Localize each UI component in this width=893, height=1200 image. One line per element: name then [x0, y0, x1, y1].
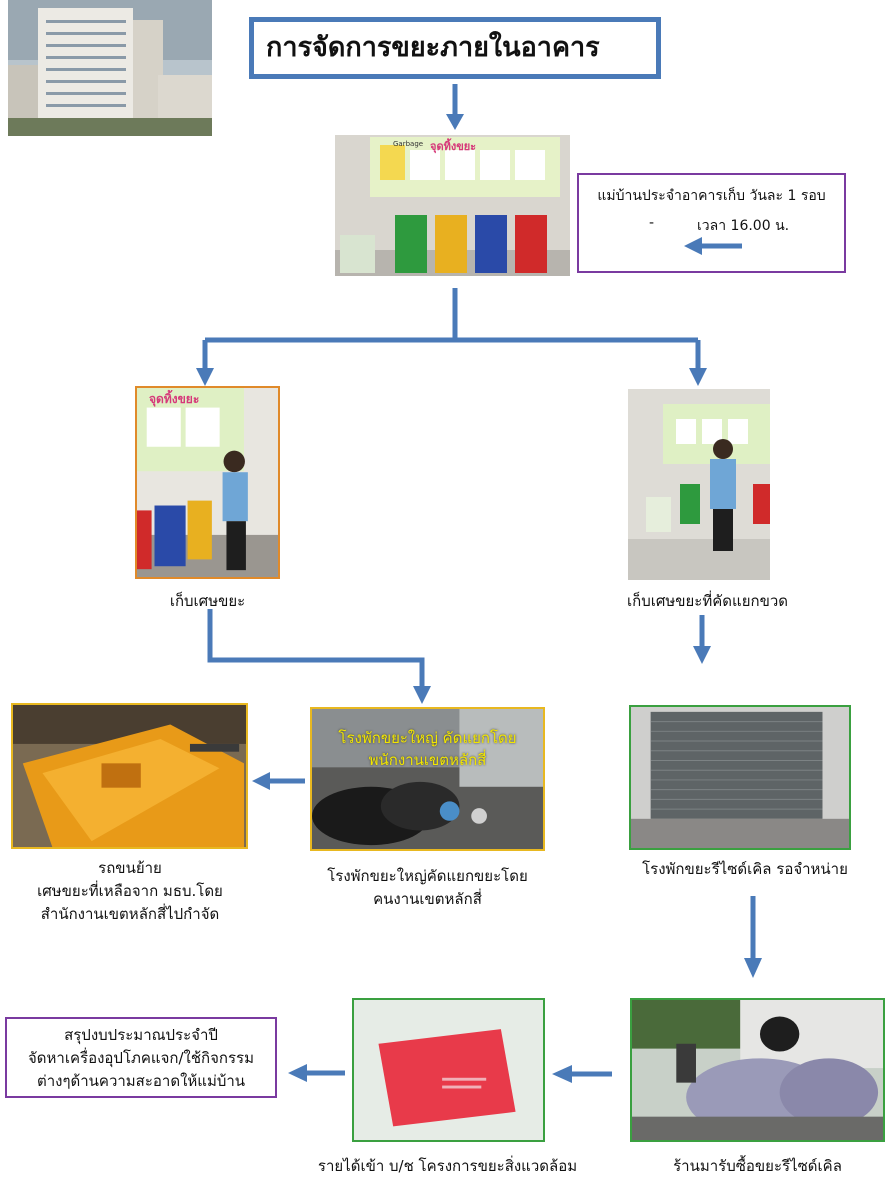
arrowhead-income-to-summary	[288, 1064, 307, 1082]
big-station-line-2: คนงานเขตหลักสี่	[373, 890, 482, 908]
transfer-truck-photo	[11, 703, 248, 849]
caption-recycle-station: โรงพักขยะรีไซด์เคิล รอจำหน่าย	[642, 860, 848, 878]
note-line-2: เวลา 16.00 น.	[697, 218, 790, 234]
housekeeper-note: แม่บ้านประจำอาคารเก็บ วันละ 1 รอบ - เวลา…	[577, 173, 846, 273]
transfer-truck-line-2: เศษขยะที่เหลือจาก มธบ.โดย	[37, 882, 223, 900]
transfer-truck-line-3: สำนักงานเขตหลักสี่ไปกำจัด	[40, 905, 220, 923]
big-station-photo: โรงพักขยะใหญ่ คัดแยกโดย พนักงานเขตหลักสี…	[310, 707, 545, 851]
arrowhead-station-to-truck	[252, 772, 270, 790]
caption-buyer-shop: ร้านมารับซื้อขยะรีไซด์เคิล	[673, 1157, 842, 1175]
poster-brand: Garbage	[393, 140, 424, 148]
caption-income: รายได้เข้า บ/ช โครงการขยะสิ่งแวดล้อม	[317, 1157, 578, 1175]
arrow-collect-to-station	[207, 609, 425, 688]
transfer-truck-line-1: รถขนย้าย	[98, 859, 162, 877]
income-passbook-photo	[352, 998, 545, 1142]
building-photo	[8, 0, 212, 136]
arrowhead-collect-to-station	[413, 686, 431, 704]
summary-line-2: จัดหาเครื่องอุปโภคแจก/ใช้กิจกรรม	[28, 1049, 254, 1067]
buyer-shop-photo	[630, 998, 885, 1142]
summary-box: สรุปงบประมาณประจำปี จัดหาเครื่องอุปโภคแจ…	[5, 1017, 277, 1098]
poster-headline: จุดทิ้งขยะ	[430, 140, 477, 153]
caption-big-station: โรงพักขยะใหญ่คัดแยกขยะโดย คนงานเขตหลักสี…	[300, 865, 555, 911]
sorting-bins-photo: Garbage จุดทิ้งขยะ	[335, 135, 570, 276]
arrowhead-bottles-to-recycle	[693, 646, 711, 664]
page-title: การจัดการขยะภายในอาคาร	[249, 17, 661, 79]
note-line-1: แม่บ้านประจำอาคารเก็บ วันละ 1 รอบ	[597, 188, 826, 204]
arrowhead-recycle-to-shop	[744, 958, 762, 978]
collect-photo: จุดทิ้งขยะ	[135, 386, 280, 579]
note-dash: -	[649, 215, 655, 231]
arrowhead-split-right	[689, 368, 707, 386]
caption-transfer-truck: รถขนย้าย เศษขยะที่เหลือจาก มธบ.โดย สำนัก…	[0, 857, 260, 926]
overlay-line-1: โรงพักขยะใหญ่ คัดแยกโดย	[338, 729, 517, 747]
arrowhead-shop-to-income	[552, 1065, 572, 1083]
caption-collect: เก็บเศษขยะ	[169, 592, 246, 610]
overlay-line-2: พนักงานเขตหลักสี่	[368, 751, 487, 769]
big-station-line-1: โรงพักขยะใหญ่คัดแยกขยะโดย	[327, 867, 528, 885]
caption-collect-bottles: เก็บเศษขยะที่คัดแยกขวด	[627, 592, 788, 610]
summary-line-3: ต่างๆด้านความสะอาดให้แม่บ้าน	[36, 1072, 246, 1090]
summary-line-1: สรุปงบประมาณประจำปี	[64, 1026, 218, 1044]
arrowhead-split-left	[196, 368, 214, 386]
arrowhead-title-to-bins	[446, 114, 464, 130]
recycle-station-photo	[629, 705, 851, 850]
poster-headline-left: จุดทิ้งขยะ	[149, 392, 200, 406]
collect-bottles-photo	[628, 389, 770, 580]
photo-overlay-text: โรงพักขยะใหญ่ คัดแยกโดย พนักงานเขตหลักสี…	[312, 727, 543, 771]
